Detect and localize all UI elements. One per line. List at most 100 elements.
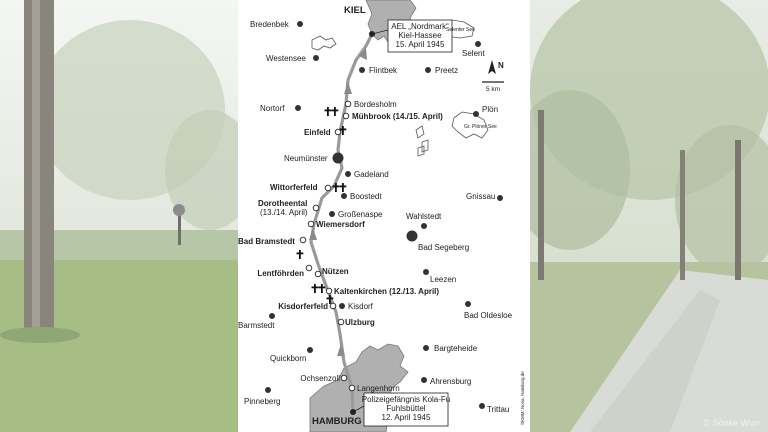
station-kisdorferfeld-marker — [329, 302, 337, 310]
route-station-markers — [299, 100, 356, 392]
station-lentfoehrden: Lentföhrden — [257, 269, 304, 278]
station-einfeld: Einfeld — [304, 128, 331, 137]
route-arrow-4 — [359, 48, 367, 60]
place-westensee: Westensee — [266, 54, 306, 63]
station-langenhorn-marker — [348, 384, 356, 392]
svg-text:N: N — [498, 61, 504, 70]
place-neumuenster: Neumünster — [284, 154, 328, 163]
place-bad-segeberg: Bad Segeberg — [418, 243, 469, 252]
grave-cross-icons — [296, 107, 347, 304]
lake-west-1 — [311, 35, 337, 51]
cross-icon — [311, 284, 319, 293]
station-ulzburg: Ulzburg — [345, 318, 375, 327]
north-arrow-icon — [488, 60, 496, 74]
svg-text:Fuhlsbüttel: Fuhlsbüttel — [386, 404, 425, 413]
svg-text:Kiel-Hassee: Kiel-Hassee — [398, 31, 442, 40]
callout-fuhlsbuettel: Polizeigefängnis Kola-Fu Fuhlsbüttel 12.… — [352, 392, 451, 427]
background-scene-right — [510, 0, 768, 432]
background-scene-left — [0, 0, 255, 432]
cross-icon — [326, 295, 334, 304]
svg-text:12. April 1945: 12. April 1945 — [382, 413, 431, 422]
place-gnissau: Gnissau — [466, 192, 495, 201]
svg-text:15. April 1945: 15. April 1945 — [396, 40, 445, 49]
place-gadeland: Gadeland — [354, 170, 389, 179]
lake-small-2 — [421, 139, 429, 153]
place-kisdorf: Kisdorf — [348, 302, 374, 311]
station-muehbrook-marker — [342, 112, 350, 120]
route-arrow-3 — [344, 82, 352, 94]
station-badbramstedt: Bad Bramstedt — [238, 237, 295, 246]
place-quickborn: Quickborn — [270, 354, 306, 363]
place-boostedt: Boostedt — [350, 192, 382, 201]
marker-kiel-camp — [369, 31, 375, 37]
place-wahlstedt: Wahlstedt — [406, 212, 442, 221]
lake-label-ploener: Gr. Plöner See — [464, 124, 497, 130]
place-leezen: Leezen — [430, 275, 456, 284]
cross-icon — [339, 126, 347, 135]
station-ochsenzoll-marker — [340, 374, 348, 382]
station-badbramstedt-marker — [299, 236, 307, 244]
station-bordesholm: Bordesholm — [354, 100, 397, 109]
place-barmstedt: Barmstedt — [238, 321, 275, 330]
svg-text:AEL „Nordmark“: AEL „Nordmark“ — [391, 22, 449, 31]
callout-kiel-camp: AEL „Nordmark“ Kiel-Hassee 15. April 194… — [371, 19, 453, 53]
photo-credit: © Sönke Wurr — [703, 418, 760, 428]
cross-icon — [296, 250, 304, 259]
station-dorotheental: Dorotheental — [258, 199, 307, 208]
lake-small-1 — [415, 125, 425, 139]
place-pinneberg: Pinneberg — [244, 397, 280, 406]
route-arrow-1 — [337, 344, 345, 356]
station-dorotheental-date: (13./14. April) — [260, 208, 308, 217]
station-langenhorn: Langenhorn — [357, 384, 400, 393]
scale-label: 5 km — [486, 86, 500, 93]
station-wiemersdorf-marker — [307, 220, 315, 228]
station-nuetzen-marker — [314, 270, 322, 278]
cross-icon — [339, 183, 347, 192]
station-lentfoehrden-marker — [305, 264, 313, 272]
place-ploen: Plön — [482, 105, 498, 114]
station-muehbrook: Mühbrook (14./15. April) — [352, 112, 443, 121]
place-grossenaspe: Großenaspe — [338, 210, 383, 219]
place-preetz: Preetz — [435, 66, 458, 75]
cross-icon — [324, 107, 332, 116]
lake-ploener-see — [451, 111, 489, 139]
city-hamburg: HAMBURG — [312, 416, 362, 427]
route-map: KIEL HAMBURG AEL „Nordmark“ Kiel-Hassee … — [238, 0, 530, 432]
north-arrow: N 5 km — [482, 60, 504, 93]
map-source-note: SKMM: Nova, Hamburg.de — [520, 371, 525, 425]
background-photo-right — [510, 0, 768, 432]
station-wiemersdorf: Wiemersdorf — [316, 220, 365, 229]
station-kaltenkirchen: Kaltenkirchen (12./13. April) — [334, 287, 439, 296]
svg-text:Polizeigefängnis Kola-Fu: Polizeigefängnis Kola-Fu — [362, 395, 451, 404]
cross-icon — [318, 284, 326, 293]
place-bad-oldesloe: Bad Oldesloe — [464, 311, 513, 320]
lake-label-selenter: Selenter See — [446, 27, 475, 33]
background-photo-left — [0, 0, 255, 432]
station-kaltenkirchen-marker — [325, 287, 333, 295]
place-bredenbek: Bredenbek — [250, 20, 290, 29]
station-bordesholm-marker — [344, 100, 352, 108]
station-einfeld-marker — [334, 128, 342, 136]
place-flintbek: Flintbek — [369, 66, 398, 75]
place-bargteheide: Bargteheide — [434, 344, 478, 353]
place-selent: Selent — [462, 49, 485, 58]
city-kiel: KIEL — [344, 5, 366, 16]
station-dorotheental-marker — [312, 204, 320, 212]
places: Bredenbek Westensee Selent Flintbek Pree… — [238, 20, 513, 414]
marker-fuhlsbuettel — [350, 409, 356, 415]
station-ochsenzoll: Ochsenzoll — [300, 374, 340, 383]
station-wittorferfeld: Wittorferfeld — [270, 183, 318, 192]
route-arrow-2 — [309, 228, 317, 240]
station-wittorferfeld-marker — [324, 184, 332, 192]
map-canvas: KIEL HAMBURG AEL „Nordmark“ Kiel-Hassee … — [238, 0, 525, 432]
place-nortorf: Nortorf — [260, 104, 285, 113]
station-ulzburg-marker — [337, 318, 345, 326]
lake-small-3 — [417, 145, 425, 157]
cross-icon — [332, 183, 340, 192]
cross-icon — [331, 107, 339, 116]
station-nuetzen: Nützen — [322, 267, 349, 276]
place-ahrensburg: Ahrensburg — [430, 377, 471, 386]
station-kisdorferfeld: Kisdorferfeld — [278, 302, 328, 311]
place-trittau: Trittau — [487, 405, 509, 414]
